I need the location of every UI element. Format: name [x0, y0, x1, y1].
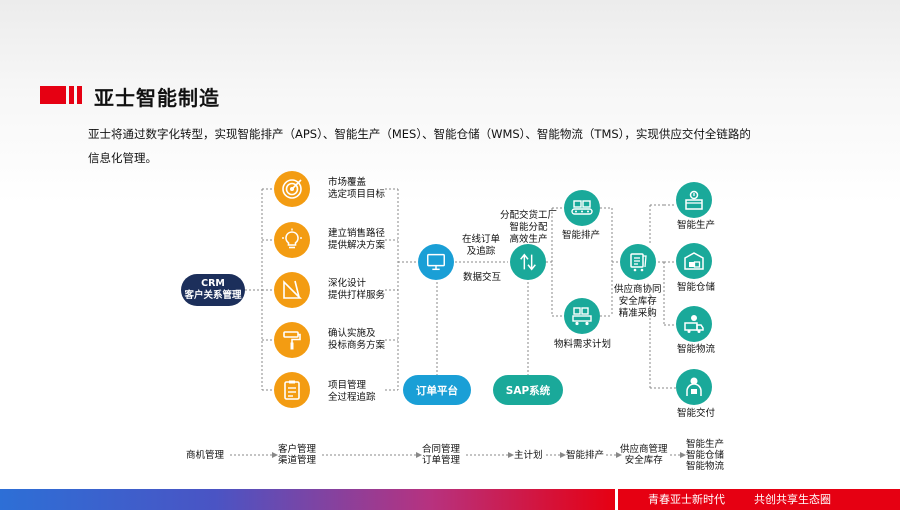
- shopping-cart-list-icon: [620, 244, 656, 280]
- outcome-label-3: 智能物流: [677, 344, 716, 355]
- flow-step-3: 合同管理订单管理: [422, 444, 461, 466]
- title-accent-stripe: [77, 86, 82, 104]
- flow-step-7: 智能生产智能仓储智能物流: [686, 439, 725, 472]
- exchange-arrows-icon: [510, 244, 546, 280]
- outcome-label-2: 智能仓储: [677, 282, 716, 293]
- step-label-4: 确认实施及投标商务方案: [328, 328, 386, 351]
- intro-line-2: 信息化管理。: [88, 151, 157, 165]
- intro-text: 亚士将通过数字化转型，实现智能排产（APS）、智能生产（MES）、智能仓储（WM…: [88, 122, 788, 170]
- step-label-5: 项目管理全过程追踪: [328, 380, 376, 403]
- step-label-3: 深化设计提供打样服务: [328, 278, 386, 301]
- clipboard-icon: [274, 372, 310, 408]
- page-title: 亚士智能制造: [94, 86, 220, 110]
- crm-title: CRM: [201, 278, 225, 289]
- title-accent-block: [40, 86, 66, 104]
- flow-step-5: 智能排产: [566, 450, 605, 461]
- flow-step-6: 供应商管理安全库存: [620, 444, 668, 466]
- outcome-label-4: 智能交付: [677, 408, 716, 419]
- warehouse-boxes-icon: [676, 243, 712, 279]
- mrp-label: 物料需求计划: [554, 339, 612, 350]
- sap-node: SAP系统: [493, 375, 563, 405]
- delivery-truck-icon: [676, 306, 712, 342]
- title-accent-stripe: [69, 86, 74, 104]
- forklift-icon: [564, 298, 600, 334]
- lightbulb-icon: [274, 222, 310, 258]
- courier-icon: [676, 369, 712, 405]
- flow-step-4: 主计划: [514, 450, 543, 461]
- step-label-2: 建立销售路径提供解决方案: [328, 228, 386, 251]
- scheduling-label: 智能排产: [562, 230, 601, 241]
- supplier-label: 供应商协同安全库存精准采购: [614, 284, 662, 319]
- flow-step-1: 商机管理: [186, 450, 225, 461]
- dispatch-label: 分配交货工厂智能分配高效生产: [500, 210, 558, 245]
- crm-subtitle: 客户关系管理: [184, 290, 242, 301]
- footer-slogan-2: 共创共享生态圈: [754, 493, 831, 506]
- data-exchange-label: 数据交互: [463, 272, 502, 283]
- intro-line-1: 亚士将通过数字化转型，实现智能排产（APS）、智能生产（MES）、智能仓储（WM…: [88, 127, 751, 141]
- online-order-label: 在线订单及追踪: [462, 234, 501, 257]
- conveyor-icon: [564, 190, 600, 226]
- monitor-icon: [418, 244, 454, 280]
- crm-node: CRM 客户关系管理: [181, 274, 245, 306]
- design-ruler-icon: [274, 272, 310, 308]
- footer-gradient-bar: [0, 489, 615, 510]
- outcome-label-1: 智能生产: [677, 220, 716, 231]
- footer-slogan-1: 青春亚士新时代: [648, 493, 725, 506]
- paint-roller-icon: [274, 322, 310, 358]
- flow-step-2: 客户管理渠道管理: [278, 444, 317, 466]
- footer-slogan-bar: [618, 489, 900, 510]
- order-platform-node: 订单平台: [403, 375, 471, 405]
- target-icon: [274, 171, 310, 207]
- step-label-1: 市场覆盖选定项目目标: [328, 177, 386, 200]
- footer-slogan: 青春亚士新时代 共创共享生态圈: [648, 491, 831, 507]
- factory-icon: [676, 182, 712, 218]
